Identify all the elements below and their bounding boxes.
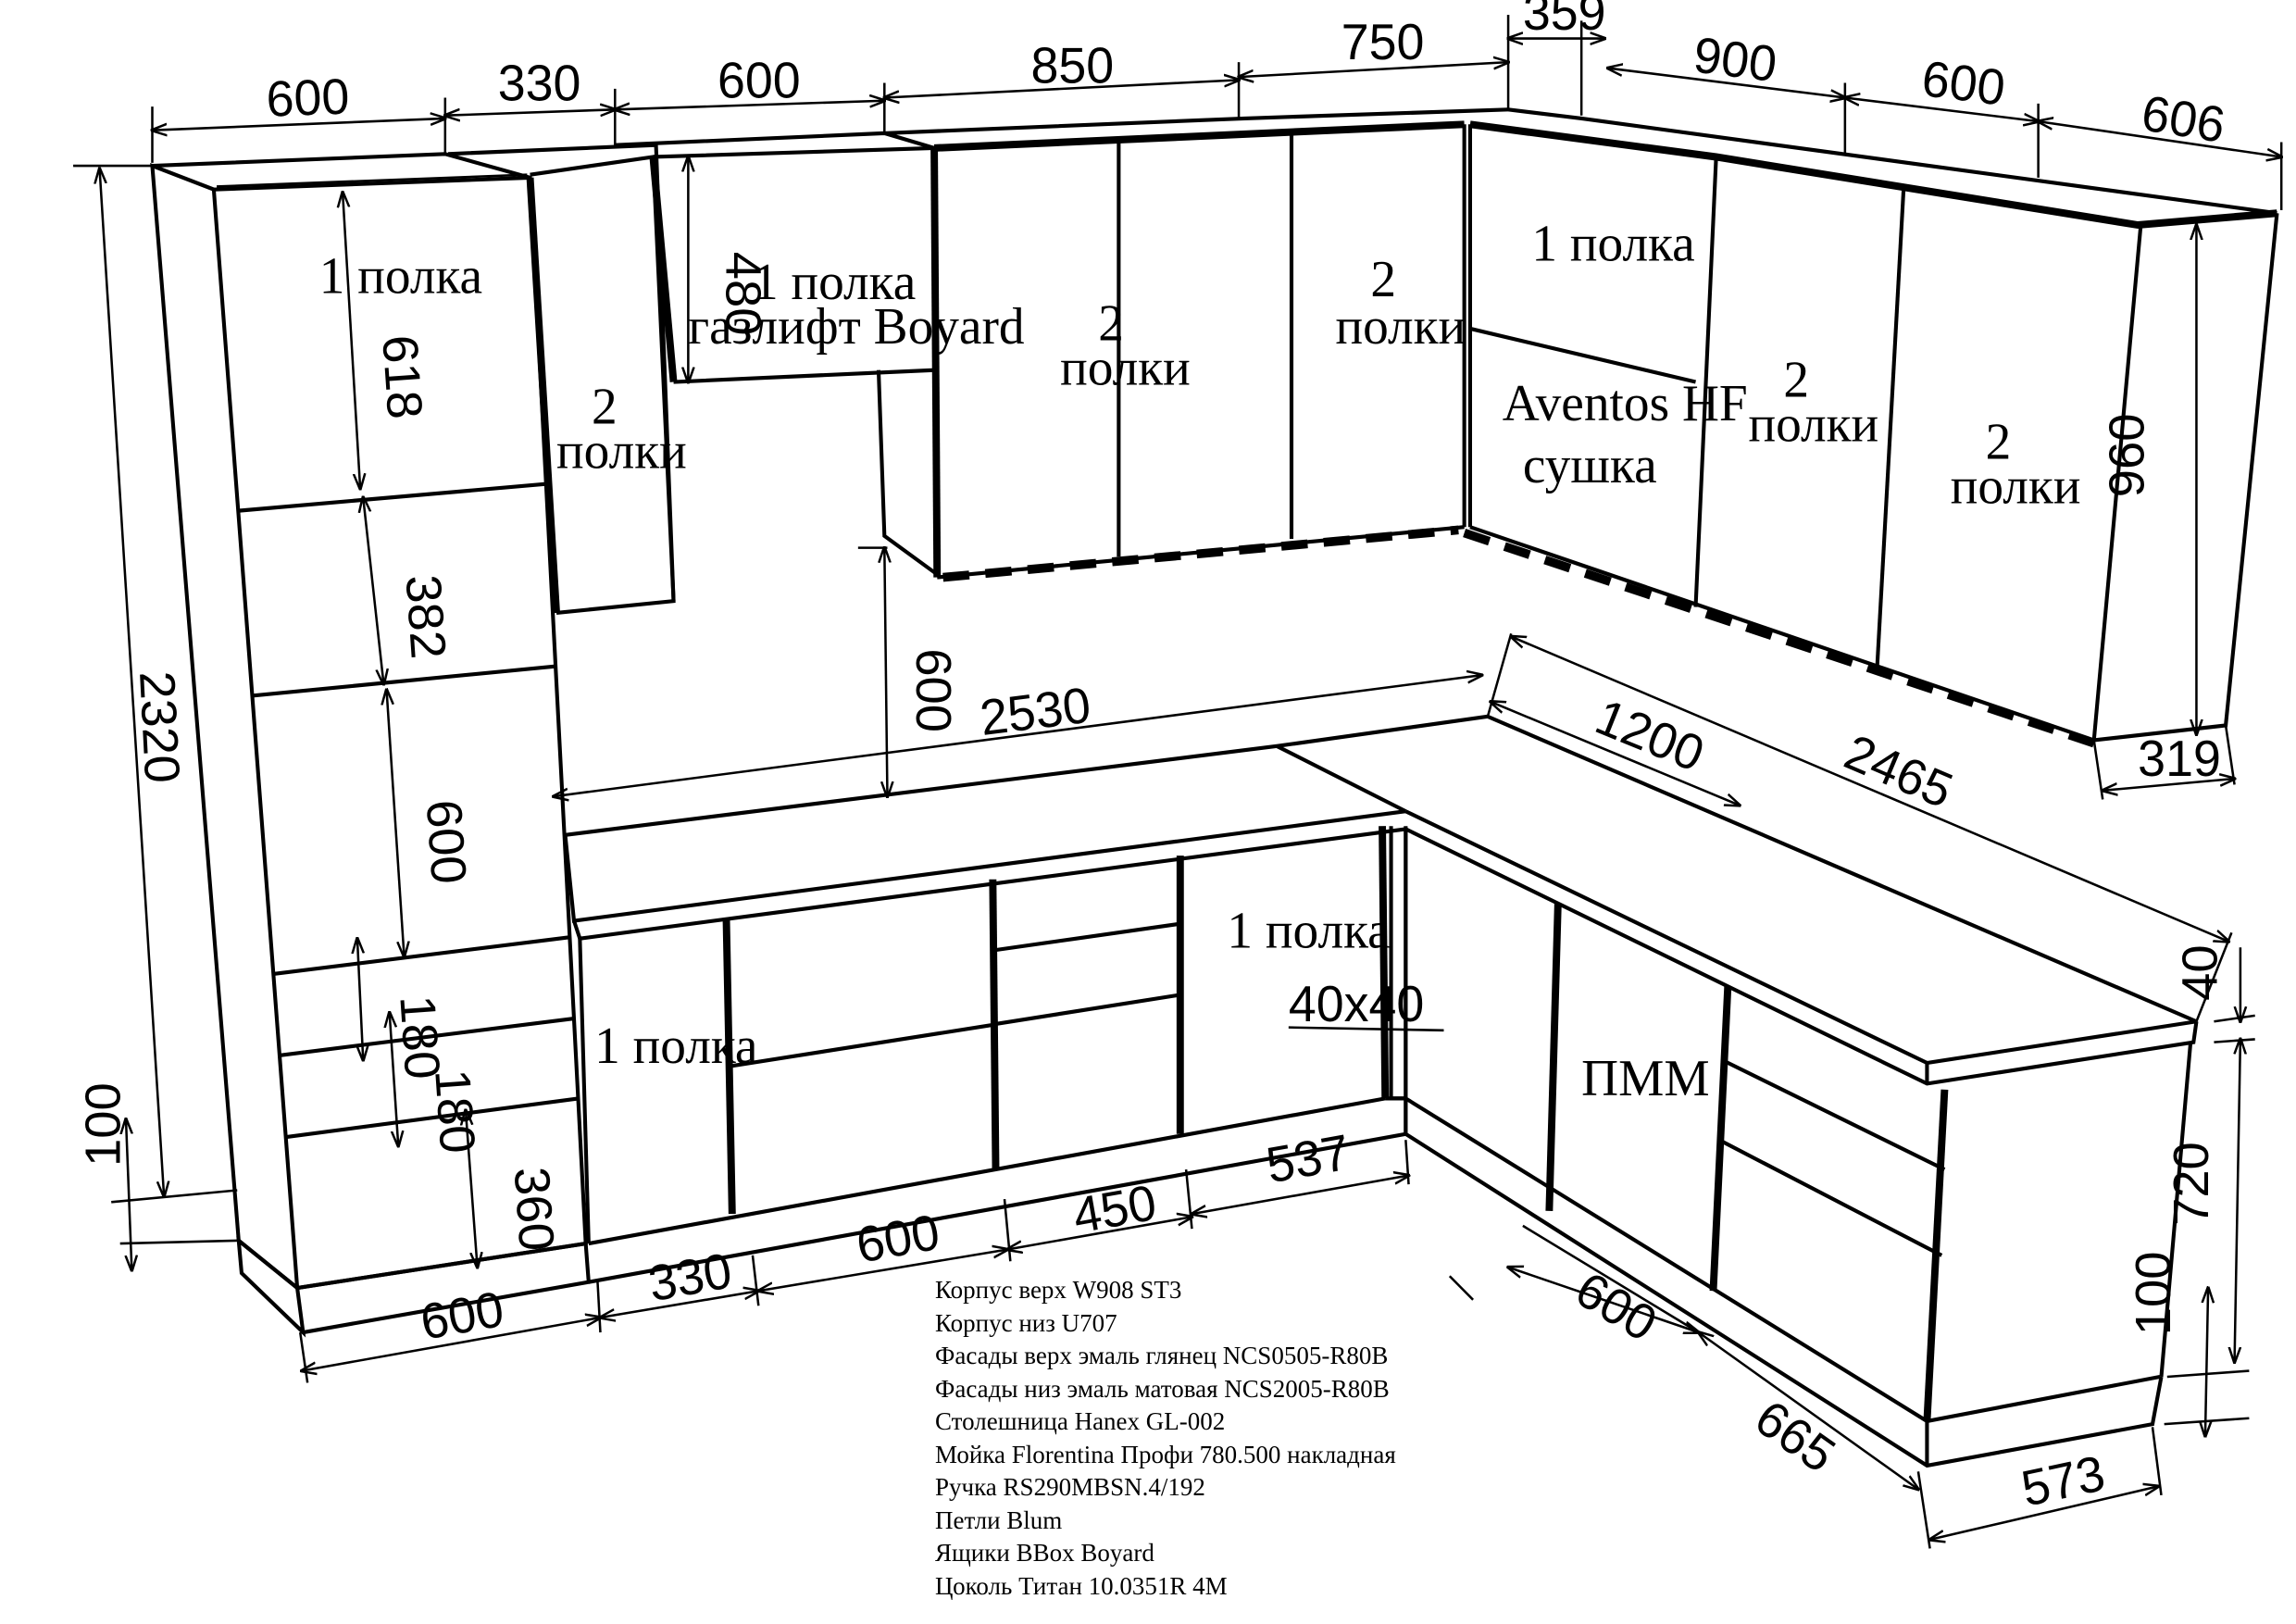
dim-720: 720 (2164, 1142, 2219, 1226)
dim-319: 319 (2138, 731, 2221, 787)
label-dishwasher: ПММ (1581, 1050, 1709, 1107)
dim-top-606: 606 (2138, 85, 2228, 154)
label-gas-line2: газлифт Boyard (688, 298, 1024, 356)
spec-note: Фасады низ эмаль матовая NCS2005-R80B (935, 1374, 1390, 1403)
label-aventos-line1: Aventos HF (1503, 375, 1748, 432)
narrow-upper-cabinet (447, 143, 676, 616)
dim-100-right: 100 (2126, 1252, 2181, 1336)
label-aventos-line2: сушка (1523, 437, 1657, 494)
dim-2465: 2465 (1837, 724, 1960, 819)
label-wall2-num: 2 (1370, 251, 1396, 308)
dim-40: 40 (2173, 944, 2228, 1000)
spec-note: Мойка Florentina Профи 780.500 накладная (935, 1440, 1396, 1468)
specification-notes: Корпус верх W908 ST3 Корпус низ U707 Фас… (935, 1274, 1396, 1603)
dim-618: 618 (371, 333, 432, 421)
label-narrow-num: 2 (592, 378, 618, 435)
dim-480: 480 (716, 252, 771, 336)
dim-top-750: 750 (1341, 15, 1425, 70)
right-base-cabinets (1404, 829, 2193, 1468)
label-tall-top: 1 полка (319, 247, 482, 305)
dim-top-600-a: 600 (266, 69, 351, 127)
label-wall2-word: полки (1335, 298, 1466, 356)
dim-40x40: 40x40 (1289, 977, 1424, 1032)
dim-2530: 2530 (977, 677, 1093, 746)
spec-note: Ручка RS290MBSN.4/192 (935, 1473, 1205, 1501)
dim-bottom-450: 450 (1069, 1175, 1161, 1244)
label-base-left: 1 полка (594, 1018, 757, 1075)
dim-600-backsplash: 600 (905, 648, 961, 732)
dim-right-600: 600 (1566, 1261, 1666, 1352)
spec-note: Корпус низ U707 (935, 1308, 1117, 1337)
label-right1-word: полки (1748, 395, 1878, 453)
under-cabinet-light-right (1463, 529, 2096, 748)
spec-note: Фасады верх эмаль глянец NCS0505-R80B (935, 1342, 1389, 1369)
dim-180-b: 180 (424, 1068, 485, 1156)
spec-note: Корпус верх W908 ST3 (935, 1276, 1182, 1304)
under-cabinet-light-left (942, 525, 1459, 582)
label-right2-word: полки (1951, 457, 2081, 515)
label-base-corner: 1 полка (1227, 902, 1390, 959)
dim-right-573: 573 (2016, 1445, 2109, 1518)
dim-tall-2320: 2320 (129, 669, 190, 784)
dim-382: 382 (395, 573, 456, 661)
cabinet-labels: 1 полка 2 полки 1 полка газлифт Boyard 2… (319, 215, 2081, 1107)
label-wall1-num: 2 (1098, 294, 1124, 352)
dim-top-900: 900 (1691, 27, 1779, 93)
spec-note: Петли Blum (935, 1505, 1063, 1534)
dim-bottom-600-a: 600 (417, 1281, 508, 1351)
label-wall1-word: полки (1060, 339, 1191, 396)
label-narrow-word: полки (556, 422, 687, 480)
dim-bottom-537: 537 (1262, 1124, 1354, 1193)
dim-bottom-330: 330 (644, 1243, 736, 1312)
dim-plinth-100-left: 100 (76, 1082, 131, 1167)
dim-180-a: 180 (389, 993, 450, 1081)
dim-top-600-b: 600 (718, 53, 801, 108)
spec-note: Цоколь Титан 10.0351R 4М (935, 1571, 1228, 1600)
dimension-lines (73, 14, 2281, 1549)
dim-top-330: 330 (498, 56, 581, 111)
dim-960: 960 (2100, 414, 2155, 498)
tall-cabinet (150, 152, 592, 1338)
dim-360: 360 (504, 1165, 565, 1253)
dim-600-tall: 600 (416, 798, 477, 886)
left-base-cabinets (578, 826, 1408, 1284)
label-right2-num: 2 (1986, 413, 2012, 470)
dim-top-359: 359 (1523, 0, 1606, 41)
spec-note: Ящики BBox Boyard (935, 1539, 1154, 1567)
dim-top-850: 850 (1030, 38, 1114, 94)
dim-top-600-c: 600 (1919, 51, 2008, 117)
label-right1-num: 2 (1783, 351, 1809, 408)
label-corner-top: 1 полка (1531, 215, 1694, 272)
label-gas-line1: 1 полка (753, 254, 916, 311)
spec-note: Столешница Hanex GL-002 (935, 1407, 1226, 1435)
